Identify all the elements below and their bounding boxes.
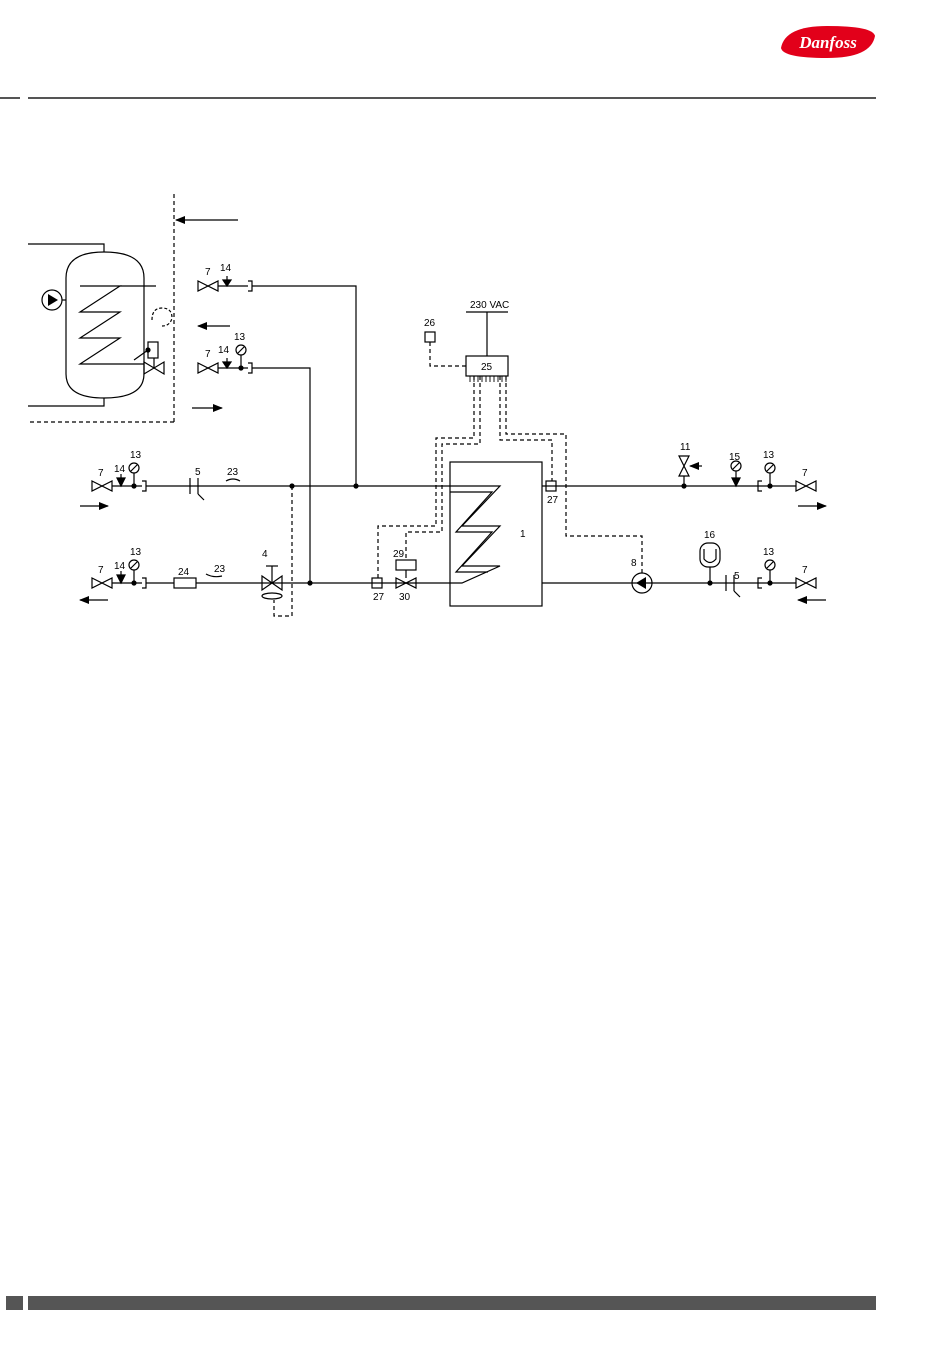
label-14-tank-bottom: 14 bbox=[218, 345, 230, 356]
label-1: 1 bbox=[520, 529, 526, 540]
expansion-vessel-icon bbox=[700, 543, 720, 567]
label-30: 30 bbox=[399, 592, 411, 603]
label-14-return: 14 bbox=[114, 561, 126, 572]
valve-icon bbox=[92, 481, 112, 491]
label-27-return: 27 bbox=[373, 592, 385, 603]
label-5-supply: 5 bbox=[195, 467, 201, 478]
tank-coil bbox=[80, 286, 144, 364]
supply-voltage-label: 230 VAC bbox=[470, 300, 509, 311]
heat-exchanger-icon bbox=[450, 462, 542, 606]
label-7-return-left: 7 bbox=[98, 565, 104, 576]
valve-icon bbox=[198, 281, 218, 291]
label-25: 25 bbox=[481, 362, 493, 373]
label-13-tank: 13 bbox=[234, 332, 246, 343]
header-rule bbox=[0, 97, 876, 99]
label-23-return: 23 bbox=[214, 564, 226, 575]
valve-icon bbox=[198, 363, 218, 373]
label-29: 29 bbox=[393, 549, 405, 560]
label-7-tank-bottom: 7 bbox=[205, 349, 211, 360]
label-4: 4 bbox=[262, 549, 268, 560]
label-14-tank-top: 14 bbox=[220, 263, 232, 274]
label-8: 8 bbox=[631, 558, 637, 569]
label-26: 26 bbox=[424, 318, 436, 329]
label-24: 24 bbox=[178, 567, 190, 578]
label-7-tank-top: 7 bbox=[205, 267, 211, 278]
label-13-supply-left: 13 bbox=[130, 450, 142, 461]
valve-icon bbox=[92, 578, 112, 588]
valve-icon bbox=[796, 481, 816, 491]
label-7-supply-left: 7 bbox=[98, 468, 104, 479]
label-14-supply: 14 bbox=[114, 464, 126, 475]
hot-water-tank bbox=[66, 252, 144, 398]
label-11: 11 bbox=[680, 442, 691, 453]
label-23-supply: 23 bbox=[227, 467, 239, 478]
label-15: 15 bbox=[729, 452, 741, 463]
label-13-supply-right: 13 bbox=[763, 450, 775, 461]
label-7-supply-right: 7 bbox=[802, 468, 808, 479]
valve-icon bbox=[796, 578, 816, 588]
logo-wordmark: Danfoss bbox=[798, 33, 857, 52]
label-7-return-right: 7 bbox=[802, 565, 808, 576]
label-16: 16 bbox=[704, 530, 716, 541]
label-13-return-right: 13 bbox=[763, 547, 775, 558]
tank-boundary bbox=[28, 194, 174, 422]
label-13-return-left: 13 bbox=[130, 547, 142, 558]
label-27-supply: 27 bbox=[547, 495, 559, 506]
heating-schematic-diagram: 230 VAC 25 26 1 4 5 5 7 7 7 7 7 7 8 11 1… bbox=[0, 190, 950, 630]
label-5-return: 5 bbox=[734, 571, 740, 582]
footer-bar bbox=[0, 1296, 876, 1310]
valve-icon bbox=[679, 456, 689, 476]
danfoss-logo-icon: Danfoss bbox=[775, 22, 880, 62]
